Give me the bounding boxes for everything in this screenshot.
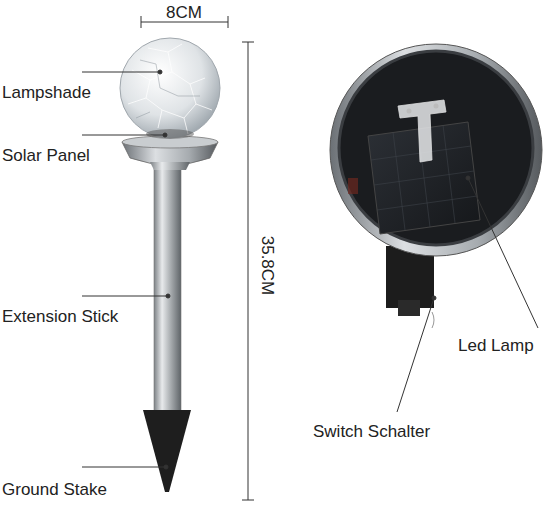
part-label: Switch Schalter <box>313 423 430 440</box>
part-label: Ground Stake <box>2 481 107 498</box>
top-view <box>330 44 542 328</box>
height-dimension <box>242 42 254 500</box>
part-label: Led Lamp <box>458 337 534 354</box>
dimension-label: 8CM <box>166 4 202 21</box>
part-label: Lampshade <box>2 84 91 101</box>
leader-lines <box>397 176 538 412</box>
dimension-label: 35.8CM <box>260 235 277 295</box>
extension-stick <box>154 160 181 416</box>
lampshade-globe <box>120 38 220 138</box>
part-label: Solar Panel <box>2 147 90 164</box>
ground-stake <box>143 410 191 492</box>
part-label: Extension Stick <box>2 308 118 325</box>
leader-lines <box>82 70 170 469</box>
